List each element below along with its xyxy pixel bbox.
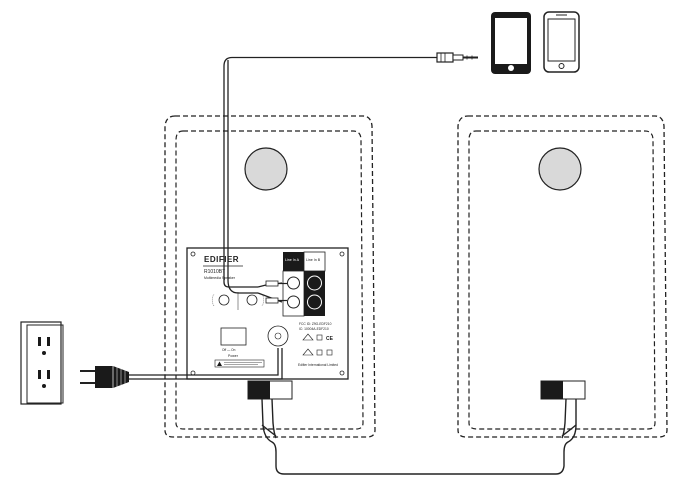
aux-plug-icon bbox=[436, 52, 478, 63]
right-speaker-terminal[interactable] bbox=[540, 380, 586, 400]
line-in-b-label: Line In B bbox=[306, 258, 321, 262]
fcc-label: FCC ID: Z9G-EDF210 bbox=[299, 322, 332, 326]
left-tweeter bbox=[244, 147, 288, 191]
company-label: Edifier International Limited bbox=[298, 363, 338, 367]
model-label: R1010BT bbox=[204, 269, 225, 275]
power-plug-icon bbox=[80, 366, 129, 388]
line-in-b-jack-top[interactable] bbox=[307, 275, 322, 291]
line-in-b-jack-bottom[interactable] bbox=[307, 294, 322, 310]
power-cord bbox=[128, 348, 283, 380]
volume-knob[interactable] bbox=[218, 294, 230, 306]
subtitle-label: Multimedia Speaker bbox=[204, 276, 236, 280]
line-in-a-label: Line In A bbox=[285, 258, 300, 262]
rca-plugs bbox=[265, 280, 287, 304]
ic-label: IC: 10004A-EDF210 bbox=[299, 327, 329, 331]
line-in-a-jack-top[interactable] bbox=[287, 276, 300, 290]
power-switch[interactable] bbox=[220, 327, 247, 346]
speaker-cable bbox=[261, 398, 577, 475]
power-switch-label: Off — On bbox=[222, 348, 236, 352]
bass-knob[interactable] bbox=[246, 294, 258, 306]
left-speaker-terminal[interactable] bbox=[247, 380, 293, 400]
certification-icons: CE bbox=[302, 333, 334, 356]
phone-icon bbox=[543, 11, 580, 73]
right-speaker bbox=[457, 115, 668, 438]
left-speaker bbox=[164, 115, 376, 438]
wall-outlet-icon bbox=[20, 321, 64, 405]
line-in-a-jack-bottom[interactable] bbox=[287, 295, 300, 309]
tablet-icon bbox=[491, 12, 531, 74]
brand-label: EDIFIER bbox=[204, 255, 239, 264]
right-tweeter bbox=[538, 147, 582, 191]
power-label: Power bbox=[228, 354, 239, 358]
back-panel: EDIFIER R1010BT Multimedia Speaker Line … bbox=[186, 247, 349, 380]
svg-text:CE: CE bbox=[326, 336, 334, 342]
